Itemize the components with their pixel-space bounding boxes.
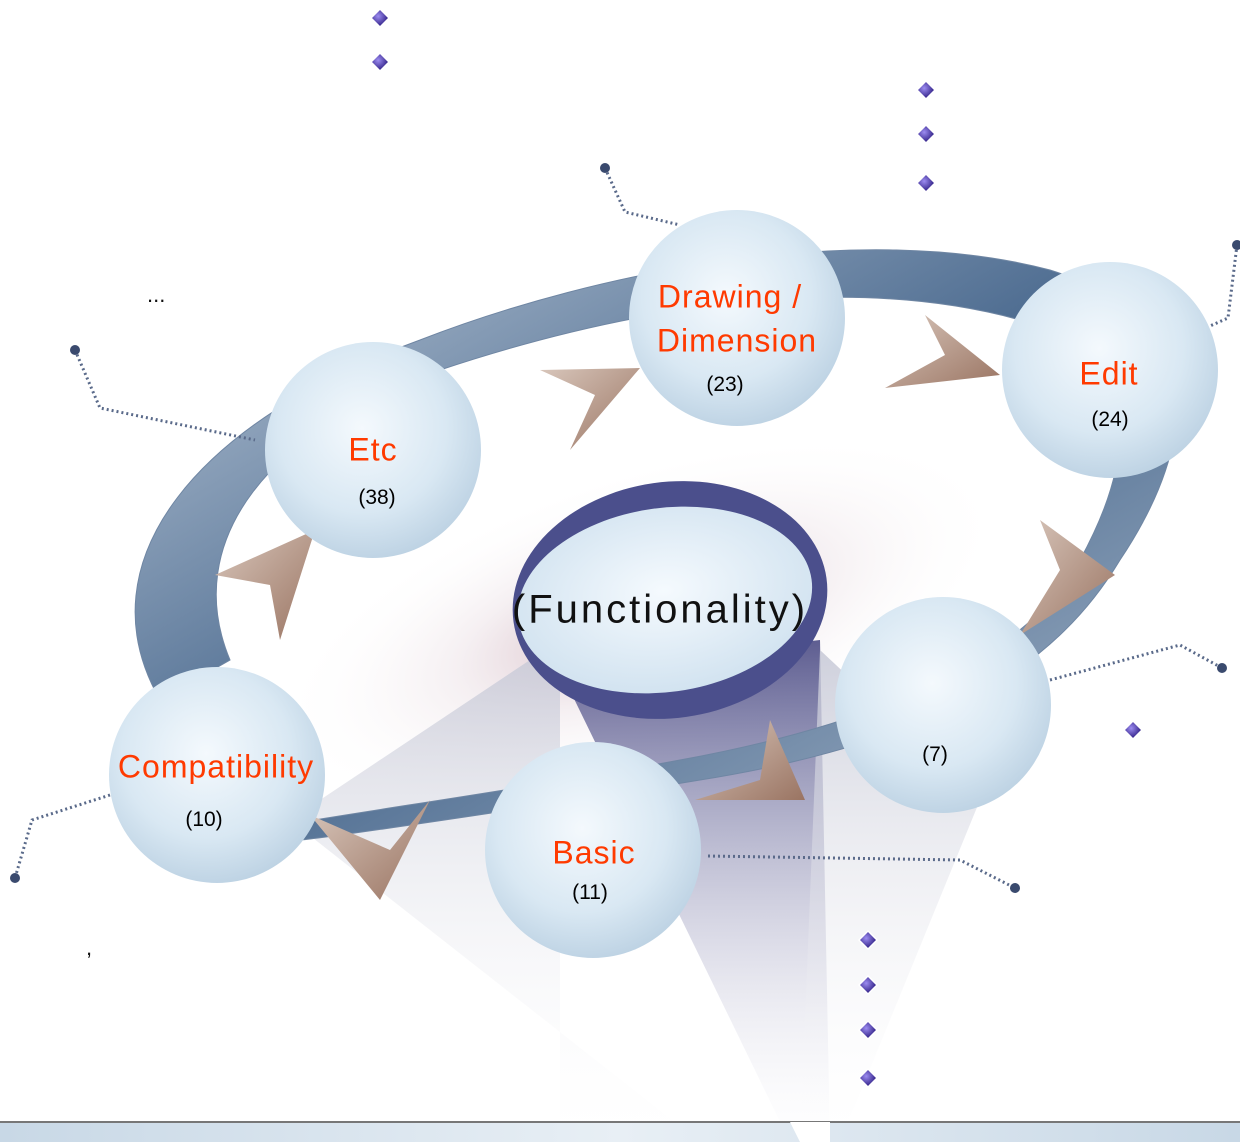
leader-compat	[13, 793, 111, 879]
node-basic-name: Basic	[552, 834, 636, 871]
bullet-diamond-icon	[857, 1067, 879, 1089]
arrow-etc-to-drawing	[540, 368, 640, 450]
node-7-count: (7)	[922, 743, 948, 766]
bullet-diamond-icon	[1122, 719, 1144, 741]
leader-dot	[1010, 883, 1020, 893]
comma-text: ,	[86, 935, 93, 960]
footer-band	[0, 1122, 1240, 1142]
leader-dot	[70, 345, 80, 355]
node-etc-count: (38)	[358, 486, 396, 509]
bullet-diamond-icon	[915, 79, 937, 101]
node-basic-count: (11)	[572, 881, 608, 904]
leader-dot	[1217, 663, 1227, 673]
arrow-edit-to-7	[1020, 520, 1115, 635]
node-edit-name: Edit	[1079, 355, 1139, 392]
bullet-diamond-icon	[915, 123, 937, 145]
bullet-diamond-icon	[857, 1019, 879, 1041]
arrow-7-to-basic	[695, 720, 805, 800]
bullet-diamond-icon	[915, 172, 937, 194]
leader-7	[1049, 643, 1223, 682]
arrow-basic-to-compat	[310, 800, 430, 900]
leader-dot	[600, 163, 610, 173]
node-drawing-count: (23)	[706, 373, 744, 396]
node-compat-count: (10)	[185, 808, 223, 831]
arrow-drawing-to-edit	[885, 315, 1000, 388]
node-compat-name: Compatibility	[117, 748, 315, 785]
node-edit-count: (24)	[1091, 408, 1129, 431]
arrow-compat-to-etc	[215, 530, 315, 640]
bullet-diamond-icon	[857, 929, 879, 951]
node-edit-sphere	[1002, 262, 1218, 478]
leader-drawing	[603, 167, 681, 227]
center-disc	[517, 506, 813, 694]
node-drawing-sphere	[629, 210, 845, 426]
node-7-sphere	[835, 597, 1051, 813]
leader-edit	[1209, 244, 1239, 328]
leader-etc	[73, 349, 256, 442]
bullet-diamond-icon	[369, 7, 391, 29]
center-label: (Functionality)	[511, 587, 809, 632]
node-drawing-name-2: Dimension	[656, 322, 818, 359]
ellipsis-text: ...	[147, 282, 166, 307]
beam-tip	[790, 1122, 830, 1142]
leader-dot	[1232, 240, 1240, 250]
bullet-diamond-icon	[369, 51, 391, 73]
node-compat-sphere	[109, 667, 325, 883]
leader-dot	[10, 873, 20, 883]
node-etc-sphere	[265, 342, 481, 558]
node-drawing-name: Drawing /	[657, 278, 803, 315]
node-basic-sphere	[485, 742, 701, 958]
bullet-diamond-icon	[857, 974, 879, 996]
node-etc-name: Etc	[348, 431, 398, 468]
